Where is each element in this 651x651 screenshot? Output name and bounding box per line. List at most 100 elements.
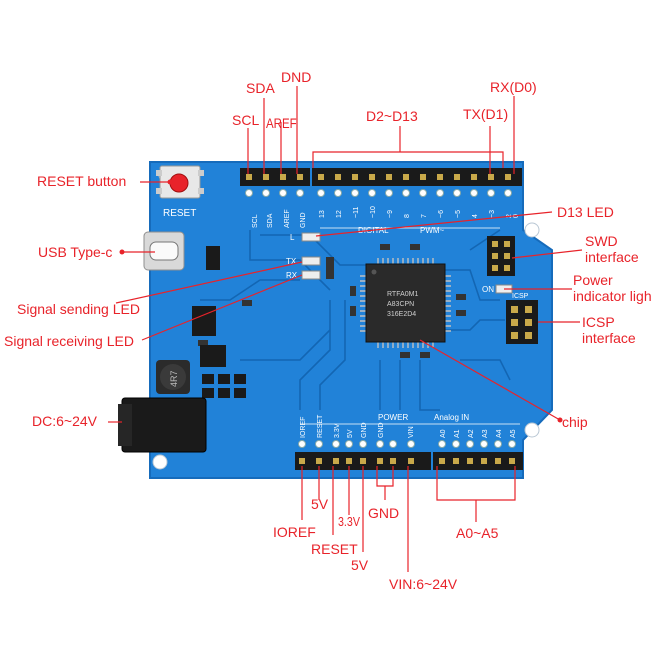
- label-tx-d1: TX(D1): [463, 106, 509, 122]
- passive-components: [198, 244, 466, 358]
- label-ioref: IOREF: [273, 524, 316, 540]
- label-5v-a: 5V: [311, 496, 329, 512]
- label-d2-d13: D2~D13: [366, 108, 418, 124]
- bottom-header-pins: [299, 458, 515, 464]
- top-pin-holes: [245, 189, 512, 197]
- silk-analog-pin: A0: [440, 429, 447, 438]
- mounting-hole: [152, 454, 168, 470]
- label-signal-receiving: Signal receiving LED: [4, 333, 134, 349]
- label-rx-d0: RX(D0): [490, 79, 537, 95]
- silk-l: L: [290, 233, 295, 242]
- mounting-hole: [524, 222, 540, 238]
- dc-jack[interactable]: [121, 397, 207, 453]
- label-a0-a5: A0~A5: [456, 525, 499, 541]
- label-d13-led: D13 LED: [557, 204, 614, 220]
- silk-gnd: GND: [300, 212, 307, 228]
- dc-jack-front: [118, 404, 132, 446]
- silk-digital-pin: 13: [319, 210, 326, 218]
- silk-aref: AREF: [284, 209, 291, 228]
- silk-reset: RESET: [163, 208, 196, 219]
- chip-pin1-mark: [371, 269, 377, 275]
- silk-digital-pin: 8: [404, 214, 411, 218]
- pcb-traces: [200, 229, 511, 411]
- silk-digital-pin: ~10: [370, 206, 377, 218]
- label-reset: RESET: [311, 541, 358, 557]
- bottom-pin-holes: [298, 440, 516, 448]
- reset-button-pad: [156, 188, 162, 194]
- top-header-pins: [246, 174, 511, 180]
- label-vin: VIN:6~24V: [389, 576, 458, 592]
- label-swd-interface: SWD interface: [585, 233, 639, 265]
- silk-digital-pin: ~6: [438, 210, 445, 218]
- swd-pins: [492, 241, 510, 271]
- rx-led: [301, 270, 321, 280]
- label-usb-typec: USB Type-c: [38, 244, 113, 260]
- led-resistor: [326, 257, 334, 279]
- label-signal-sending: Signal sending LED: [17, 301, 140, 317]
- reset-button-pad: [198, 188, 204, 194]
- regulator-1: [192, 306, 216, 336]
- analog-header[interactable]: [433, 452, 523, 470]
- silk-power-pin: 3.3V: [334, 423, 341, 438]
- swd-header[interactable]: [487, 236, 515, 276]
- silk-power-pin: GND: [361, 422, 368, 438]
- icsp-pins: [511, 306, 532, 339]
- power-pin-labels: IOREF RESET 3.3V 5V GND GND VIN: [300, 414, 415, 438]
- label-chip: chip: [562, 414, 588, 430]
- silk-pwm: PWM~: [420, 226, 445, 235]
- silk-on: ON: [482, 285, 494, 294]
- label-reset-button: RESET button: [37, 173, 127, 189]
- silk-scl: SCL: [252, 214, 259, 228]
- mounting-hole: [524, 422, 540, 438]
- tx-led: [301, 256, 321, 266]
- silk-tx: TX: [286, 257, 297, 266]
- chip-marking-2: A83CPN: [387, 301, 414, 308]
- chip-marking-1: RTFA0M1: [387, 291, 418, 298]
- label-dc-input: DC:6~24V: [32, 413, 97, 429]
- icsp-header[interactable]: [506, 300, 538, 344]
- silk-digital-pin: ~9: [387, 210, 394, 218]
- usb-typec-port: [149, 241, 179, 261]
- silk-digital-pin: ~11: [353, 207, 360, 218]
- silk-analog-in: Analog IN: [434, 413, 469, 422]
- silk-analog-pin: A1: [454, 429, 461, 438]
- silk-power-pin: IOREF: [300, 417, 307, 438]
- silk-digital-pin: 7: [421, 214, 428, 218]
- label-3v3: 3.3V: [338, 514, 360, 529]
- label-scl: SCL: [232, 112, 260, 128]
- annotation-dots: [119, 179, 563, 423]
- silk-analog-pin: A4: [496, 429, 503, 438]
- top-right-header[interactable]: [312, 168, 522, 186]
- usb-component: [206, 246, 220, 270]
- chip-pins: [360, 258, 451, 348]
- label-icsp-interface: ICSP interface: [582, 314, 636, 346]
- label-aref: AREF: [266, 115, 297, 131]
- capacitors: [202, 374, 246, 398]
- label-dnd: DND: [281, 69, 312, 85]
- silk-power-pin: 5V: [347, 429, 354, 438]
- top-left-header[interactable]: [240, 168, 310, 186]
- silk-power-pin: GND: [378, 422, 385, 438]
- silk-rx: RX: [286, 271, 298, 280]
- reset-button-pad: [156, 170, 162, 176]
- label-5v-b: 5V: [351, 557, 369, 573]
- silk-power-pin: VIN: [408, 426, 415, 438]
- silk-power-pin: RESET: [317, 414, 324, 438]
- reset-button-pad: [198, 170, 204, 176]
- silk-digital-pin: ~3: [489, 210, 496, 218]
- silk-power: POWER: [378, 413, 408, 422]
- silk-digital-pin: 12: [336, 210, 343, 218]
- silk-icsp: ICSP: [512, 293, 529, 300]
- reset-button[interactable]: [169, 173, 189, 193]
- silk-sda: SDA: [267, 213, 274, 228]
- label-sda: SDA: [246, 80, 275, 96]
- silk-digital-pin: 4: [472, 214, 479, 218]
- silk-inductor: 4R7: [169, 370, 179, 387]
- silk-analog-pin: A5: [510, 429, 517, 438]
- label-gnd: GND: [368, 505, 400, 521]
- label-power-indicator: Power indicator light: [573, 272, 651, 304]
- main-chip: [365, 263, 446, 343]
